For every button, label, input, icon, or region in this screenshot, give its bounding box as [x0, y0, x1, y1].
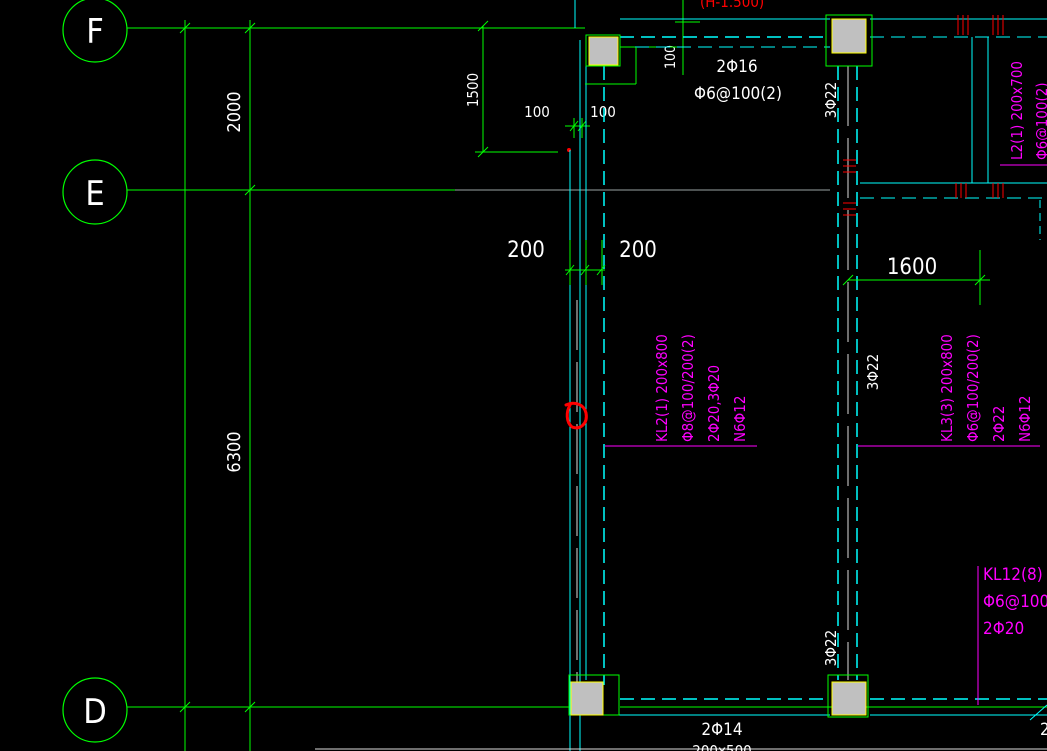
- column-f-left[interactable]: [585, 34, 621, 67]
- column-outline: [827, 674, 869, 718]
- column-outline: [585, 34, 621, 67]
- axis-label-e: E: [85, 174, 104, 214]
- axis-label-d: D: [83, 692, 107, 732]
- dim-tick: [244, 22, 256, 34]
- dim-tick: [477, 20, 489, 32]
- dim-text-1600: 1600: [887, 255, 937, 280]
- beam-label-kl12[interactable]: KL12(8) Φ6@100/ 2Φ20: [977, 565, 1047, 705]
- l2-line-1: L2(1) 200x700: [1008, 61, 1026, 160]
- kl12-line-2: Φ6@100/: [983, 592, 1047, 612]
- kl12-line-3: 2Φ20: [983, 619, 1024, 639]
- bottom-beam-size: 200x500: [692, 742, 752, 751]
- column-d-mid[interactable]: [827, 674, 869, 718]
- axis-circle-e: [62, 159, 128, 225]
- dim-tick: [179, 22, 191, 34]
- axis-bubble-d[interactable]: D: [62, 677, 128, 743]
- column-outline: [825, 14, 873, 67]
- kl3-line-2: Φ6@100/200(2): [964, 334, 982, 442]
- axis-bubble-f[interactable]: F: [62, 0, 128, 63]
- dim-text-100-left: 100: [524, 103, 550, 121]
- dimension-chain-left: [179, 20, 256, 751]
- column-d-left[interactable]: [568, 674, 620, 716]
- red-markup-circle: [564, 401, 588, 430]
- corner-line: [1029, 704, 1047, 721]
- column-f-mid[interactable]: [825, 14, 873, 67]
- kl12-line-1: KL12(8): [983, 565, 1043, 585]
- axis-circle-d: [62, 677, 128, 743]
- kl3-line-4: N6Φ12: [1016, 396, 1034, 442]
- rebar-label-3phi22-bottom: 3Φ22: [822, 630, 840, 666]
- kl3-line-3: 2Φ22: [990, 406, 1008, 442]
- axis-label-f: F: [86, 12, 104, 52]
- kl2-line-2: Φ8@100/200(2): [679, 334, 697, 442]
- rebar-label-3phi22-top: 3Φ22: [822, 82, 840, 118]
- dim-text-2000: 2000: [224, 91, 245, 132]
- axis-circle-f: [62, 0, 128, 63]
- level-annotation: (H-1.500): [700, 0, 764, 11]
- bottom-right-partial: 2: [1040, 720, 1047, 740]
- dim-tick: [244, 184, 256, 196]
- dimension-1500: [475, 20, 558, 158]
- dim-tick: [477, 146, 489, 158]
- dim-text-200-right: 200: [619, 238, 657, 263]
- kl2-line-4: N6Φ12: [731, 396, 749, 442]
- axis-bubble-e[interactable]: E: [62, 159, 128, 225]
- column-fill: [831, 18, 867, 54]
- rebar-label-3phi22-mid: 3Φ22: [864, 354, 882, 390]
- beam-label-kl3[interactable]: KL3(3) 200x800 Φ6@100/200(2) 2Φ22 N6Φ12: [858, 334, 1040, 447]
- top-beam: [585, 18, 830, 85]
- kl2-line-1: KL2(1) 200x800: [653, 334, 671, 442]
- top-beam-rebar-2: Φ6@100(2): [694, 84, 782, 104]
- dim-tick: [244, 701, 256, 713]
- dim-text-6300: 6300: [224, 431, 245, 472]
- dim-text-1500: 1500: [464, 73, 482, 107]
- column-fill: [588, 36, 619, 66]
- beam-label-l2[interactable]: L2(1) 200x700 Φ6@100(2): [1000, 61, 1047, 166]
- beam-column-line-middle: [837, 66, 858, 680]
- column-fill: [570, 681, 604, 716]
- bottom-beam-rebar: 2Φ14: [701, 720, 742, 740]
- top-beam-rebar-1: 2Φ16: [716, 57, 757, 77]
- dim-text-100-top: 100: [663, 45, 679, 69]
- dim-text-200-left: 200: [507, 238, 545, 263]
- beam-label-kl2[interactable]: KL2(1) 200x800 Φ8@100/200(2) 2Φ20,3Φ20 N…: [605, 334, 757, 447]
- kl3-line-1: KL3(3) 200x800: [938, 334, 956, 442]
- dim-text-100-right: 100: [590, 103, 616, 121]
- rebar-marks: [843, 15, 1004, 216]
- dim-200-lines: [565, 240, 606, 285]
- kl2-line-3: 2Φ20,3Φ20: [705, 365, 723, 442]
- l2-line-2: Φ6@100(2): [1033, 82, 1047, 160]
- dim-1600-lines: [842, 250, 990, 305]
- column-fill: [831, 681, 867, 716]
- right-beams: [860, 18, 1047, 240]
- dim-tick: [179, 701, 191, 713]
